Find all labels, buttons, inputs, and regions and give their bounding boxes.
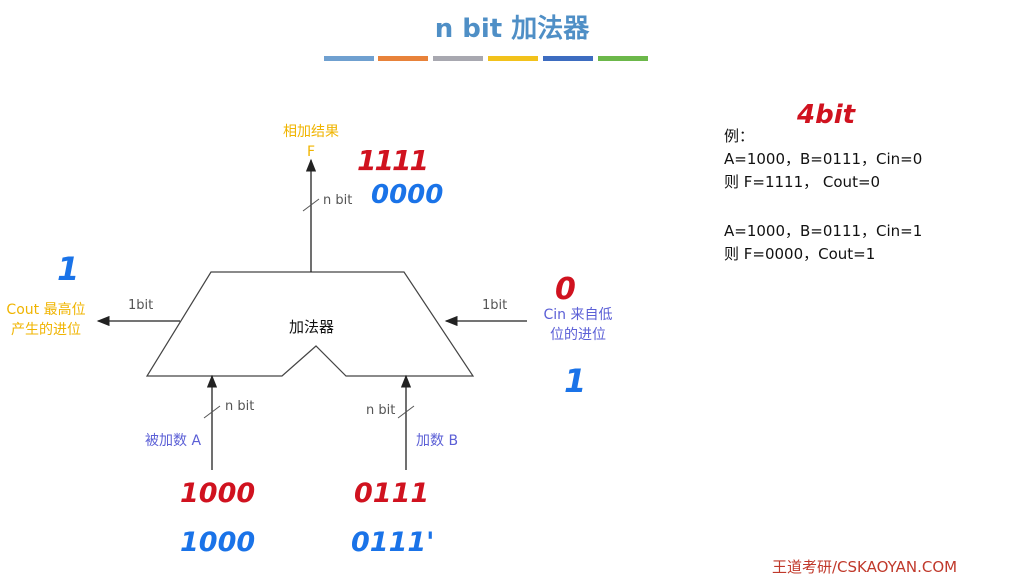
operand-b-label: 加数 B <box>416 433 459 449</box>
color-bar-1 <box>324 56 374 61</box>
operand-b-slash <box>397 405 415 419</box>
handwritten-4bit: 4bit <box>797 100 856 130</box>
handwritten-b-red: 0111 <box>354 478 430 509</box>
color-bar-4 <box>488 56 538 61</box>
notes-line2: 则 F=1111， Cout=0 <box>724 173 881 191</box>
notes-line3: A=1000，B=0111，Cin=1 <box>724 222 923 240</box>
width-label-cin: 1bit <box>482 298 508 313</box>
width-label-cout: 1bit <box>128 298 154 313</box>
operand-a-label: 被加数 A <box>145 433 202 449</box>
cin-label: Cin 来自低 位的进位 <box>533 305 623 345</box>
output-f-slash <box>302 198 320 212</box>
handwritten-f-blue: 0000 <box>371 180 444 210</box>
handwritten-cin-blue: 1 <box>564 362 587 400</box>
handwritten-cin-red: 0 <box>555 272 576 307</box>
adder-label: 加法器 <box>289 318 335 336</box>
cout-label-line1: Cout 最高位 <box>6 302 86 318</box>
handwritten-f-red: 1111 <box>357 144 429 177</box>
cin-label-line1: Cin 来自低 <box>543 307 613 323</box>
adder-body <box>145 271 475 377</box>
notes-line4: 则 F=0000，Cout=1 <box>724 245 876 263</box>
color-bar-6 <box>598 56 648 61</box>
handwritten-a-blue: 1000 <box>180 527 256 558</box>
cout-label: Cout 最高位 产生的进位 <box>0 300 92 340</box>
cout-label-line2: 产生的进位 <box>11 322 81 338</box>
width-label-b: n bit <box>366 403 396 418</box>
page-title: n bit 加法器 <box>434 14 590 44</box>
handwritten-a-red: 1000 <box>180 478 256 509</box>
result-label-text: 相加结果 <box>283 124 339 140</box>
notes-heading: 例： <box>724 127 755 145</box>
handwritten-b-blue: 0111' <box>351 527 435 558</box>
color-bar-3 <box>433 56 483 61</box>
operand-a-slash <box>203 405 221 419</box>
color-bar-2 <box>378 56 428 61</box>
notes-line1: A=1000，B=0111，Cin=0 <box>724 150 923 168</box>
example-notes: 例： A=1000，B=0111，Cin=0 则 F=1111， Cout=0 … <box>724 125 922 266</box>
result-symbol: F <box>306 144 316 160</box>
color-bar-5 <box>543 56 593 61</box>
footer-brand: 王道考研/CSKAOYAN.COM <box>772 558 958 576</box>
handwritten-cout-blue: 1 <box>57 250 80 288</box>
cin-label-line2: 位的进位 <box>550 327 606 343</box>
width-label-a: n bit <box>225 399 255 414</box>
width-label-top: n bit <box>323 193 353 208</box>
result-label: 相加结果 F <box>268 122 354 162</box>
